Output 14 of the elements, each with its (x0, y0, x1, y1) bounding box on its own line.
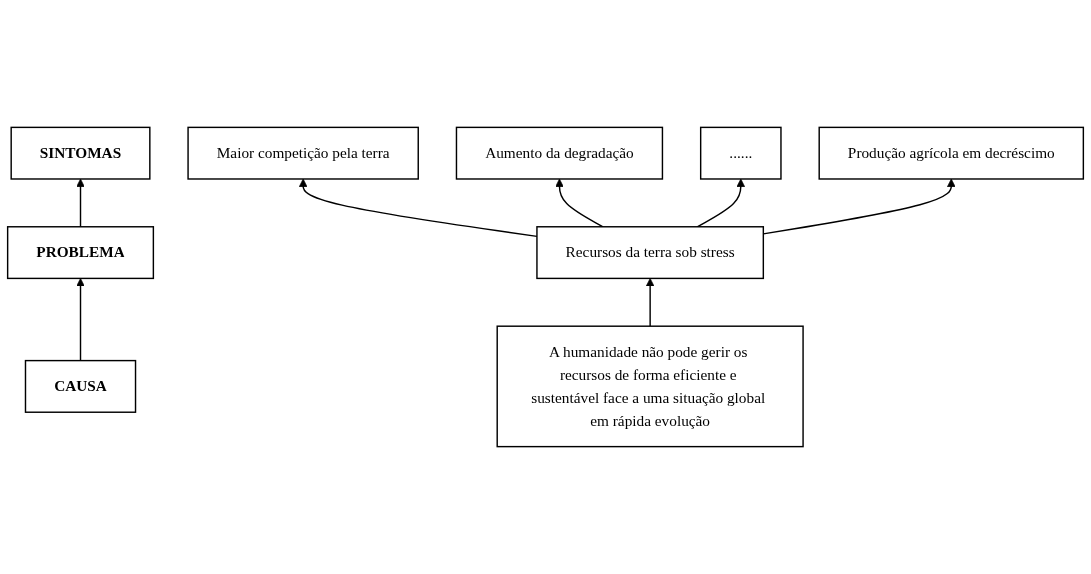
node-box: Recursos da terra sob stress (536, 226, 765, 280)
node-box: SINTOMAS (10, 126, 151, 180)
arrow (645, 278, 655, 327)
arrow (76, 178, 85, 228)
node-box: Maior competição pela terra (187, 126, 419, 180)
arrow (555, 178, 604, 228)
node-box: PROBLEMA (6, 226, 155, 280)
arrow (696, 178, 745, 228)
node-box: A humanidade não pode gerir os recursos de forma eficiente e sustentável face a uma situação global em rápida evolução (496, 325, 804, 448)
node-box: Aumento da degradação (455, 126, 664, 180)
node-box: CAUSA (24, 359, 137, 413)
node-box: ...... (699, 126, 782, 180)
arrow (76, 278, 85, 362)
node-box: Produção agrícola em decréscimo (818, 126, 1085, 180)
